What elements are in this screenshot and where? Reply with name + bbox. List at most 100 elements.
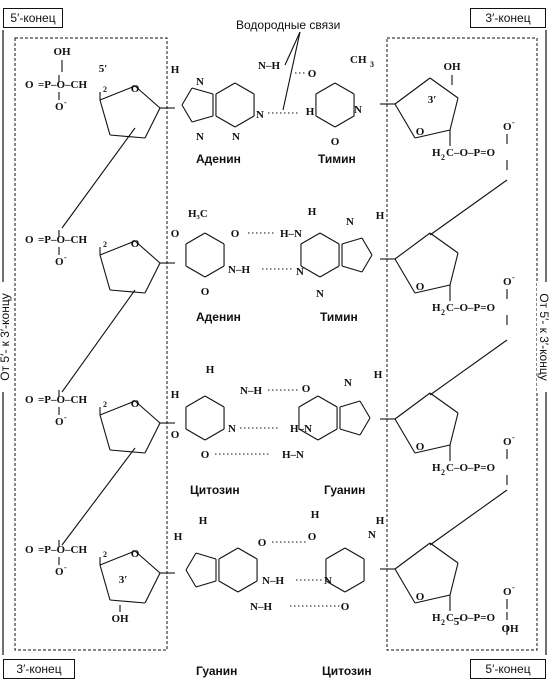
sugar-ring-bond	[414, 594, 451, 604]
guanine-ring	[298, 395, 319, 408]
ch2-subscript: 2	[441, 618, 445, 627]
pair3-left-base-name: Цитозин	[190, 483, 240, 497]
pair4-left-base-name: Гуанин	[196, 664, 238, 678]
guanine-imidazole	[195, 552, 217, 560]
ch2-subscript: 2	[441, 308, 445, 317]
guanine-ring	[237, 580, 258, 593]
thymine-ring	[334, 82, 355, 95]
pyrimidine-ring	[185, 265, 206, 278]
atom-n: N	[346, 216, 354, 228]
sugar-ring-bond	[99, 240, 136, 256]
atom-hn: H–N	[280, 228, 302, 240]
sugar-ring-bond	[109, 134, 146, 139]
cytosine-ring	[325, 547, 346, 560]
atom-n: N	[316, 288, 324, 300]
atom-h: H	[199, 515, 208, 527]
sugar-ring-bond	[99, 550, 136, 566]
ch2-subscript: 2	[441, 153, 445, 162]
sugar-oh-top: OH	[443, 61, 461, 73]
ch2-subscript: 2	[103, 400, 107, 409]
phosphate-chain-label: C–O–P=O	[446, 147, 495, 159]
right-backbone-link	[429, 339, 508, 396]
sugar-ring-bond	[429, 232, 459, 254]
sugar-ring-bond	[99, 400, 136, 416]
phosphate-o-minus-label: O	[503, 436, 512, 448]
sugar-ring-o: O	[131, 548, 140, 560]
adenine-imidazole	[341, 237, 363, 245]
left-strand-direction-label: От 5′- к 3′-концу	[0, 282, 12, 392]
guanine-ring	[218, 547, 239, 560]
sugar-ring-bond	[134, 85, 161, 109]
sugar-oh-bottom: OH	[111, 613, 129, 625]
guanine-ring	[317, 395, 338, 408]
phosphate-o-minus-label: O	[55, 256, 64, 268]
atom-n: N	[196, 76, 204, 88]
sugar-ring-bond	[429, 392, 459, 414]
phosphate-chain-label: C–O–P=O	[446, 302, 495, 314]
atom-h3c: H₃C	[188, 208, 208, 220]
adenine-imidazole	[181, 104, 193, 123]
ch2-h-label: H	[432, 302, 441, 314]
sugar-ring-bond	[429, 542, 459, 564]
atom-o: O	[308, 531, 317, 543]
sugar-ring-bond	[109, 449, 146, 454]
atom-o: O	[201, 286, 210, 298]
atom-nh: N–H	[228, 264, 250, 276]
ch2-h-label: H	[432, 462, 441, 474]
sugar-ring-bond	[144, 422, 161, 454]
sugar-ring-bond	[99, 85, 136, 101]
cytosine-ring	[204, 428, 225, 441]
phosphate-oh-label: OH	[53, 46, 71, 58]
phosphate-chain-label: =P–O–CH	[38, 234, 87, 246]
atom-n: N	[296, 266, 304, 278]
atom-n: N	[344, 377, 352, 389]
minus-sign: -	[64, 98, 67, 107]
thymine-ring	[315, 115, 336, 128]
phosphate-o-minus-label: O	[55, 101, 64, 113]
sugar-ring-bond	[99, 564, 111, 601]
pair1-left-base-name: Аденин	[196, 152, 241, 166]
minus-sign: -	[512, 273, 515, 282]
cytosine-ring	[204, 395, 225, 408]
corner-top-left: 5′-конец	[3, 8, 63, 28]
left-backbone-link	[61, 447, 136, 546]
thymine-ring	[315, 82, 336, 95]
sugar-ring-bond	[414, 284, 451, 294]
sugar-ring-bond	[414, 444, 451, 454]
pair3-right-base-name: Гуанин	[324, 483, 366, 497]
atom-o: O	[171, 228, 180, 240]
sugar-ring-bond	[449, 252, 459, 286]
sugar-ring-bond	[394, 392, 431, 420]
sugar-ring-bond	[144, 107, 161, 139]
sub: 3	[370, 60, 374, 69]
atom-h: H	[308, 206, 317, 218]
adenine-ring	[319, 265, 340, 278]
atom-o: O	[308, 68, 317, 80]
guanine-imidazole	[359, 400, 371, 419]
adenine-ring	[215, 115, 236, 128]
right-backbone-link	[429, 489, 508, 546]
phosphate-chain-label: =P–O–CH	[38, 394, 87, 406]
atom-o: O	[201, 449, 210, 461]
sugar-ring-bond	[394, 103, 416, 139]
atom-o: O	[331, 136, 340, 148]
atom-nh: N–H	[240, 385, 262, 397]
adenine-ring	[300, 265, 321, 278]
ch2-subscript: 2	[103, 240, 107, 249]
phosphate-o-minus-label: O	[55, 566, 64, 578]
hydrogen-bonds-label: Водородные связи	[236, 18, 341, 32]
atom-h: H	[376, 515, 385, 527]
three-prime-label: 3′	[428, 94, 437, 106]
phosphate-o-minus-label: O	[503, 276, 512, 288]
sugar-ring-bond	[144, 572, 161, 604]
adenine-imidazole	[181, 87, 193, 106]
cytosine-ring	[344, 547, 365, 560]
atom-nh: N–H	[250, 601, 272, 613]
ch2-subscript: 2	[103, 550, 107, 559]
adenine-imidazole	[361, 237, 373, 256]
pyrimidine-ring	[185, 232, 206, 245]
pair4-right-base-name: Цитозин	[322, 664, 372, 678]
atom-n: N	[228, 423, 236, 435]
corner-bottom-right: 5′-конец	[470, 659, 546, 679]
